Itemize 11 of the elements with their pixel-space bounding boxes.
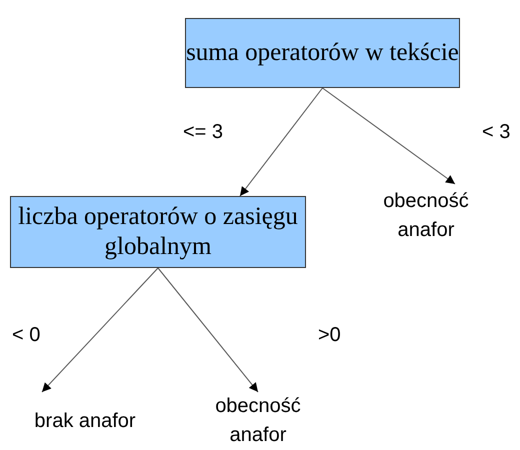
arrow xyxy=(158,268,258,392)
leaf-label: obecność anafor xyxy=(382,189,470,243)
leaf-label: brak anafor xyxy=(34,408,136,434)
node-label: liczba operatorów o zasięgu globalnym xyxy=(17,202,299,262)
decision-box xyxy=(10,196,306,268)
arrow xyxy=(322,88,456,184)
arrow xyxy=(240,88,323,196)
decision-box xyxy=(185,18,460,88)
leaf-label: obecność anafor xyxy=(214,394,302,448)
node-label: suma operatorów w tekście xyxy=(186,38,459,68)
arrow xyxy=(42,268,158,392)
